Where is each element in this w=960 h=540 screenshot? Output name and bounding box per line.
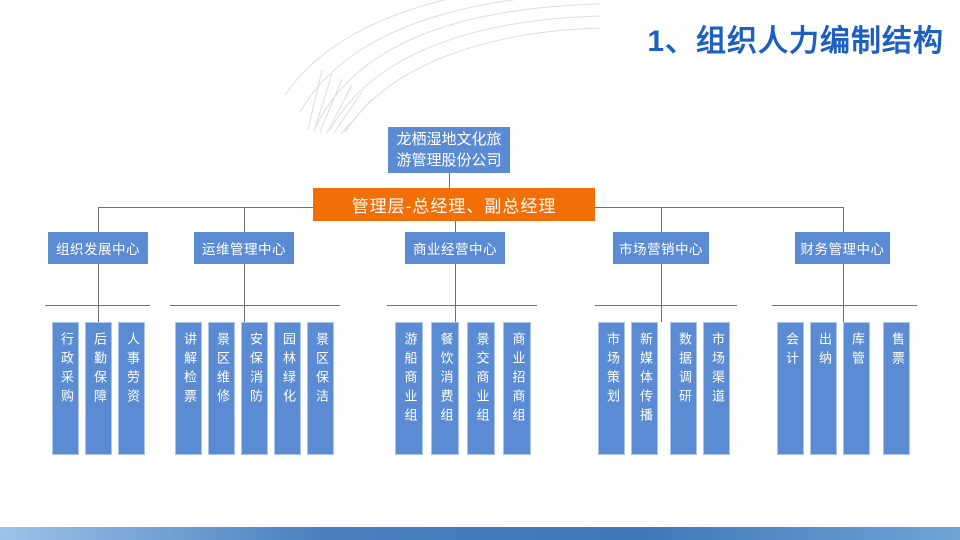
connector-drop-department [244, 207, 245, 232]
org-node-unit: 园林绿化 [274, 322, 301, 455]
org-node-department: 组织发展中心 [48, 232, 148, 264]
org-node-unit-label: 售票 [889, 332, 904, 370]
org-node-unit: 商业招商组 [503, 322, 531, 455]
org-node-unit-label: 出纳 [816, 332, 831, 370]
org-node-department: 运维管理中心 [194, 232, 294, 264]
org-node-unit-label: 商业招商组 [509, 332, 525, 427]
connector-drop-department [843, 207, 844, 232]
org-node-department: 商业经营中心 [405, 232, 505, 264]
org-node-unit: 新媒体传播 [631, 322, 658, 455]
org-node-unit-label: 景区保洁 [313, 332, 328, 408]
org-node-management: 管理层-总经理、副总经理 [313, 188, 595, 221]
org-node-unit: 售票 [883, 322, 910, 455]
connector-department-stem [455, 264, 456, 322]
org-node-company-label: 龙栖湿地文化旅游管理股份公司 [396, 130, 502, 169]
org-node-unit: 游船商业组 [395, 322, 423, 455]
org-node-unit-label: 讲解检票 [181, 332, 196, 408]
org-node-unit: 景区保洁 [307, 322, 334, 455]
connector-drop-department [455, 221, 456, 232]
org-node-unit: 人事劳资 [118, 322, 145, 455]
org-node-unit: 行政采购 [52, 322, 79, 455]
org-node-department-label: 组织发展中心 [56, 242, 140, 258]
org-node-unit: 数据调研 [670, 322, 697, 455]
org-node-unit-label: 园林绿化 [280, 332, 295, 408]
org-node-unit-label: 市场渠道 [709, 332, 724, 408]
org-node-unit: 库管 [843, 322, 870, 455]
org-node-unit-label: 景区维修 [214, 332, 229, 408]
connector-crossbar [45, 305, 150, 306]
connector-crossbar [170, 305, 340, 306]
org-node-unit: 市场策划 [598, 322, 625, 455]
org-node-unit-label: 行政采购 [58, 332, 73, 408]
org-node-unit: 景交商业组 [467, 322, 495, 455]
connector-department-stem [244, 264, 245, 322]
org-node-unit-label: 数据调研 [676, 332, 691, 408]
org-node-department: 财务管理中心 [795, 232, 890, 264]
org-node-unit-label: 餐饮消费组 [437, 332, 453, 427]
org-node-company: 龙栖湿地文化旅游管理股份公司 [388, 127, 510, 173]
org-node-department-label: 运维管理中心 [202, 242, 286, 258]
connector-crossbar [595, 305, 737, 306]
org-node-department-label: 财务管理中心 [800, 242, 885, 258]
org-node-department-label: 市场营销中心 [619, 242, 703, 258]
org-node-unit-label: 安保消防 [247, 332, 262, 408]
org-node-unit: 会计 [777, 322, 804, 455]
org-node-management-label: 管理层-总经理、副总经理 [351, 197, 557, 217]
connector-department-stem [98, 264, 99, 322]
org-node-unit: 出纳 [810, 322, 837, 455]
org-node-unit-label: 库管 [849, 332, 864, 370]
decorative-arcs [284, 0, 600, 135]
org-node-unit-label: 景交商业组 [473, 332, 489, 427]
connector-crossbar [772, 305, 917, 306]
connector-root-management [449, 173, 450, 188]
page-title: 1、组织人力编制结构 [647, 25, 944, 58]
org-node-unit-label: 会计 [783, 332, 798, 370]
connector-crossbar [387, 305, 537, 306]
org-node-unit-label: 游船商业组 [401, 332, 417, 427]
org-node-unit: 后勤保障 [85, 322, 112, 455]
org-node-department-label: 商业经营中心 [413, 242, 497, 258]
org-node-unit: 景区维修 [208, 322, 235, 455]
org-node-unit: 讲解检票 [175, 322, 202, 455]
org-node-unit-label: 后勤保障 [91, 332, 106, 408]
connector-department-stem [843, 264, 844, 322]
org-node-unit-label: 新媒体传播 [637, 332, 652, 427]
org-node-department: 市场营销中心 [613, 232, 709, 264]
org-node-unit: 市场渠道 [703, 322, 730, 455]
org-node-unit-label: 人事劳资 [124, 332, 139, 408]
footer-accent-bar [0, 527, 960, 540]
connector-drop-department [661, 207, 662, 232]
org-node-unit-label: 市场策划 [604, 332, 619, 408]
org-node-unit: 安保消防 [241, 322, 268, 455]
connector-drop-department [98, 207, 99, 232]
connector-branch-left [98, 207, 313, 208]
org-node-unit: 餐饮消费组 [431, 322, 459, 455]
connector-department-stem [661, 264, 662, 322]
connector-branch-right [595, 207, 843, 208]
